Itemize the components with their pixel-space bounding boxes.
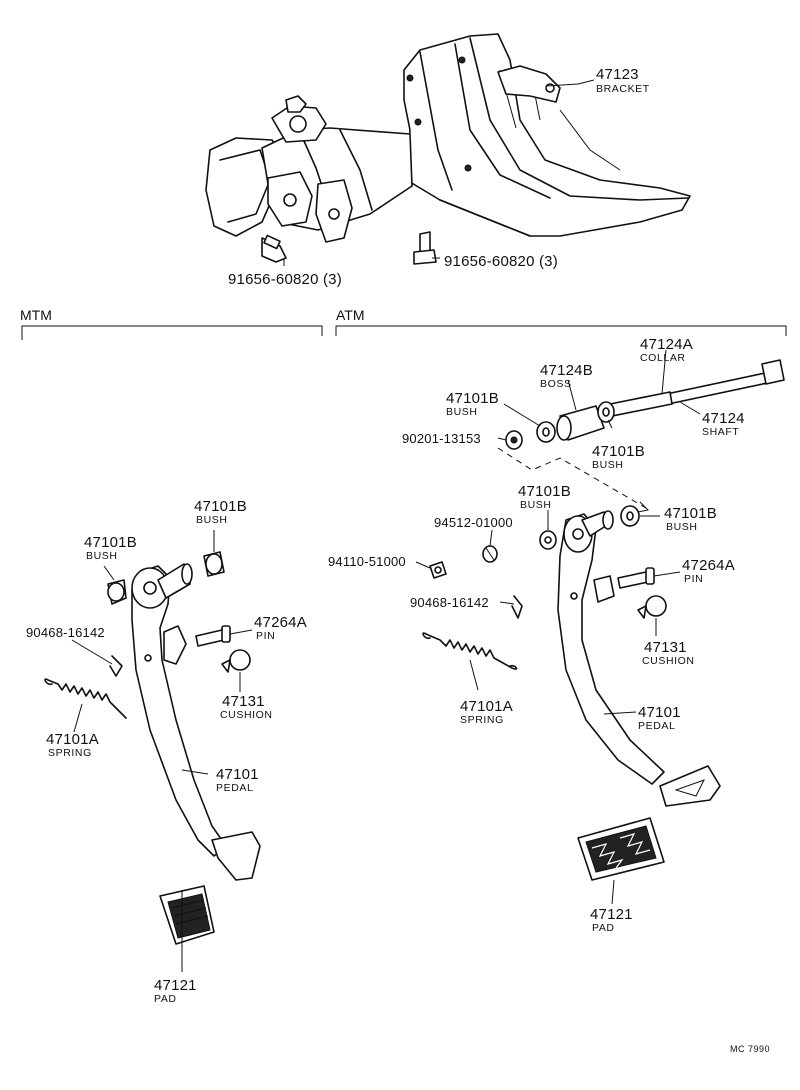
atm-pin-number: 47264A <box>682 557 735 574</box>
mtm-bush2-label: BUSH <box>196 514 228 526</box>
atm-bush2-number: 47101B <box>592 443 645 460</box>
mtm-pedal <box>131 563 261 881</box>
mtm-spring-label: SPRING <box>48 747 92 759</box>
atm-collar-label: COLLAR <box>640 352 686 364</box>
atm-cushion <box>637 595 667 619</box>
atm-pedal-number: 47101 <box>638 704 681 721</box>
atm-clip-number: 90468-16142 <box>410 595 489 610</box>
atm-pedal-label: PEDAL <box>638 720 675 732</box>
atm-bush-d <box>620 505 640 527</box>
atm-cushion-number: 47131 <box>644 639 687 656</box>
mtm-clip <box>109 655 123 677</box>
atm-bush4-label: BUSH <box>666 521 698 533</box>
atm-clip <box>511 595 523 619</box>
bracket-label: BRACKET <box>596 83 650 95</box>
atm-bush3-label: BUSH <box>520 499 552 511</box>
atm-shaft-label: SHAFT <box>702 426 739 438</box>
mtm-pad <box>159 885 215 945</box>
atm-bush-a <box>597 401 615 423</box>
atm-cushion-label: CUSHION <box>642 655 695 667</box>
mtm-pin-number: 47264A <box>254 614 307 631</box>
atm-bush-c <box>539 530 557 550</box>
atm-shaft <box>609 359 785 417</box>
bolt-right-number: 91656-60820 (3) <box>444 253 558 270</box>
bolt-left-number: 91656-60820 (3) <box>228 271 342 288</box>
section-mtm: MTM <box>20 307 52 323</box>
atm-pad <box>577 817 665 881</box>
atm-collar-number: 47124A <box>640 336 693 353</box>
mtm-bush1-number: 47101B <box>84 534 137 551</box>
atm-spring-number: 47101A <box>460 698 513 715</box>
mtm-pedal-number: 47101 <box>216 766 259 783</box>
atm-bush3-number: 47101B <box>518 483 571 500</box>
bracket-number: 47123 <box>596 66 639 83</box>
atm-pad-label: PAD <box>592 922 615 934</box>
atm-bush2-label: BUSH <box>592 459 624 471</box>
atm-bush1-number: 47101B <box>446 390 499 407</box>
mtm-pad-number: 47121 <box>154 977 197 994</box>
atm-boss-number: 47124B <box>540 362 593 379</box>
mtm-bush1-label: BUSH <box>86 550 118 562</box>
mtm-clip-number: 90468-16142 <box>26 625 105 640</box>
atm-bush1-label: BUSH <box>446 406 478 418</box>
atm-spring-label: SPRING <box>460 714 504 726</box>
atm-shaft-number: 47124 <box>702 410 745 427</box>
mtm-pedal-label: PEDAL <box>216 782 253 794</box>
section-brackets <box>21 325 787 340</box>
atm-nut-number: 94110-51000 <box>328 554 406 569</box>
mtm-pin-label: PIN <box>256 630 275 642</box>
bracket-assembly <box>205 33 691 266</box>
atm-washer-number: 90201-13153 <box>402 431 481 446</box>
atm-boss <box>556 405 605 441</box>
atm-bush-b <box>536 421 556 443</box>
mtm-spring-number: 47101A <box>46 731 99 748</box>
atm-pin-label: PIN <box>684 573 703 585</box>
mtm-cushion-number: 47131 <box>222 693 265 710</box>
atm-washer <box>505 430 523 450</box>
atm-pedal <box>557 510 721 807</box>
atm-lock-washer <box>482 545 498 563</box>
atm-bush4-number: 47101B <box>664 505 717 522</box>
mtm-cushion-label: CUSHION <box>220 709 273 721</box>
mtm-bush-right <box>203 551 225 577</box>
mtm-pin <box>195 625 231 647</box>
mtm-pad-label: PAD <box>154 993 177 1005</box>
mtm-cushion <box>221 649 251 673</box>
section-atm: ATM <box>336 307 365 323</box>
figure-code: MC 7990 <box>730 1044 770 1054</box>
atm-pad-number: 47121 <box>590 906 633 923</box>
atm-pin <box>617 567 655 589</box>
atm-spring <box>422 632 518 670</box>
atm-lockwasher-number: 94512-01000 <box>434 515 513 530</box>
atm-nut <box>429 561 447 579</box>
mtm-bush-left <box>107 579 127 605</box>
atm-boss-label: BOSS <box>540 378 572 390</box>
mtm-bush2-number: 47101B <box>194 498 247 515</box>
mtm-spring <box>44 678 127 719</box>
